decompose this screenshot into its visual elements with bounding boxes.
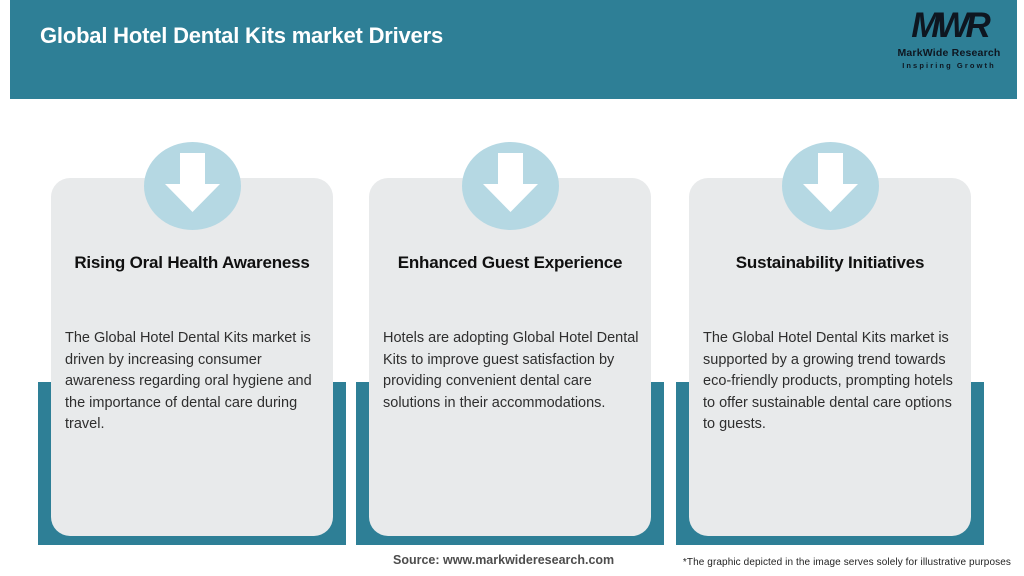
card-heading: Enhanced Guest Experience <box>397 253 623 272</box>
card-body-text: Hotels are adopting Global Hotel Dental … <box>383 330 639 411</box>
driver-card-group-3: Sustainability Initiatives The Global Ho… <box>676 142 984 545</box>
header-bar: Global Hotel Dental Kits market Drivers … <box>10 0 1017 99</box>
driver-card: Rising Oral Health Awareness The Global … <box>51 178 333 536</box>
down-arrow-icon <box>144 142 241 230</box>
disclaimer-text: *The graphic depicted in the image serve… <box>682 557 1011 568</box>
markwide-research-logo: MWR MarkWide Research Inspiring Growth <box>893 5 1005 69</box>
driver-card: Enhanced Guest Experience Hotels are ado… <box>369 178 651 536</box>
card-heading: Sustainability Initiatives <box>735 253 925 272</box>
card-body-text: The Global Hotel Dental Kits market is s… <box>703 330 953 432</box>
page-title: Global Hotel Dental Kits market Drivers <box>40 23 443 48</box>
logo-tagline: Inspiring Growth <box>902 60 996 70</box>
driver-card: Sustainability Initiatives The Global Ho… <box>689 178 971 536</box>
card-heading: Rising Oral Health Awareness <box>74 253 310 272</box>
down-arrow-icon <box>782 142 879 230</box>
driver-card-group-2: Enhanced Guest Experience Hotels are ado… <box>356 142 664 545</box>
down-arrow-icon <box>462 142 559 230</box>
logo-name: MarkWide Research <box>897 47 1001 59</box>
source-text: Source: www.markwideresearch.com <box>393 553 615 567</box>
logo-monogram: MWR <box>911 6 990 45</box>
card-body-text: The Global Hotel Dental Kits market is d… <box>65 330 312 432</box>
driver-card-group-1: Rising Oral Health Awareness The Global … <box>38 142 346 545</box>
